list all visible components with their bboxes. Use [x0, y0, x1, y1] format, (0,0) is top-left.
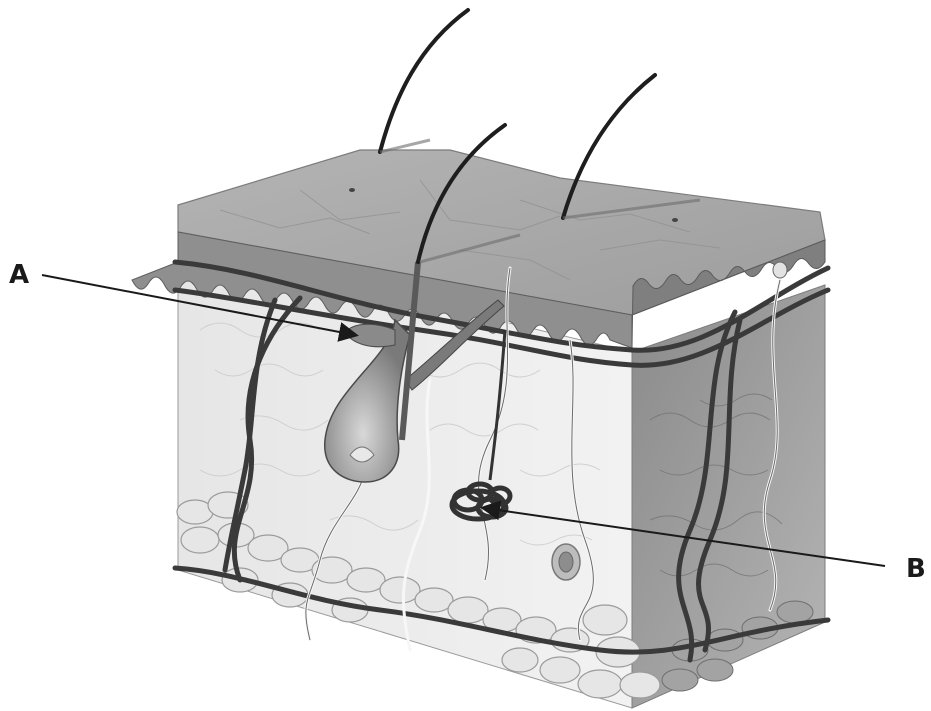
label-a: A — [9, 260, 29, 290]
meissner-corpuscle — [773, 262, 787, 278]
pore-icon — [349, 188, 355, 192]
pacinian-corpuscle — [552, 544, 580, 580]
label-b: B — [906, 554, 926, 584]
pore-icon — [672, 218, 678, 222]
